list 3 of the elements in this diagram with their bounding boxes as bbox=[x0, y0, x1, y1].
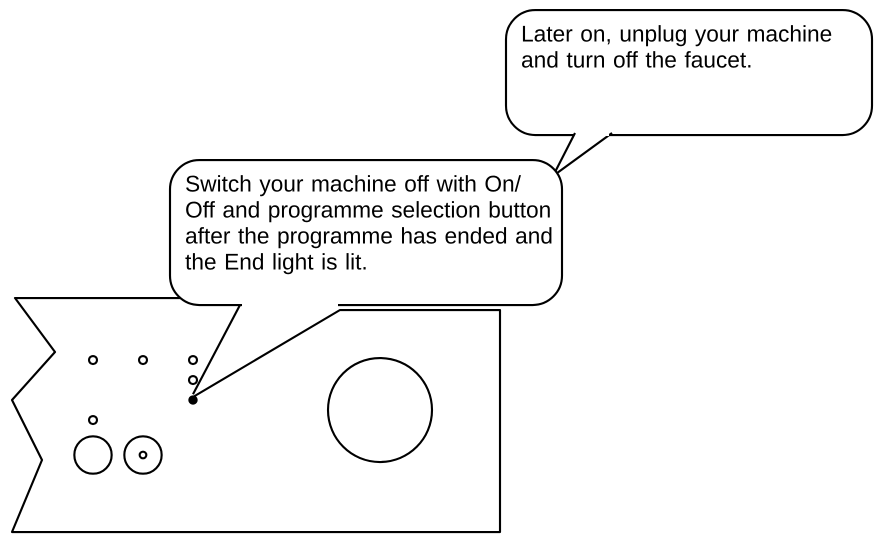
button-dot bbox=[188, 395, 198, 405]
speech-bubble-tail bbox=[192, 304, 241, 395]
speech-bubble: Switch your machine off with On/ Off and programme selection button after the programme has ended and the End light is lit. bbox=[168, 158, 564, 306]
